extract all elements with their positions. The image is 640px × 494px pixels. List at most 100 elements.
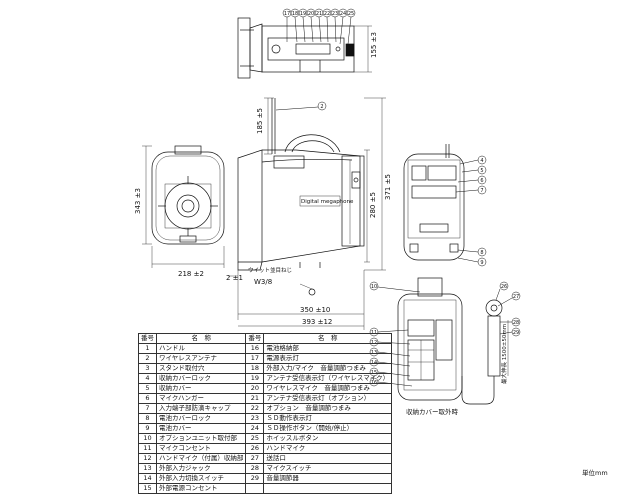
part-number: 10 (138, 432, 157, 444)
part-name: マイクスイッチ (263, 462, 393, 474)
part-name: ワイヤレスアンテナ (155, 352, 247, 364)
callout-18: 18 (292, 11, 298, 17)
screw-spec: W3/8 (254, 278, 272, 286)
part-number (245, 482, 265, 494)
callout-29: 29 (513, 330, 519, 336)
callout-19: 19 (300, 11, 306, 17)
part-number: 4 (138, 372, 157, 384)
rear-view (403, 144, 465, 261)
part-name: 音量調節器 (263, 472, 393, 484)
part-name: オプション 音量調節つまみ (263, 402, 393, 414)
dim-280: 280 ±5 (369, 192, 377, 218)
part-name: 電池格納部 (263, 342, 393, 354)
dim-371: 371 ±5 (384, 174, 392, 200)
callout-24: 24 (340, 11, 346, 17)
part-name: ＳＤ操作ボタン（開始/停止） (263, 422, 393, 434)
part-number: 18 (245, 362, 265, 374)
top-view (237, 17, 372, 79)
part-number: 3 (138, 362, 157, 374)
figure-caption: 収納カバー取外時 (406, 408, 458, 416)
part-number: 14 (138, 472, 157, 484)
callout-17: 17 (284, 11, 290, 17)
callout-5: 5 (480, 168, 483, 174)
part-number: 23 (245, 412, 265, 424)
header-name: 名 称 (155, 333, 247, 344)
part-number: 17 (245, 352, 265, 364)
part-number: 22 (245, 402, 265, 414)
screw-label: ウイット並目ねじ (248, 266, 292, 274)
part-name: 外部入力ジャック (155, 462, 247, 474)
callout-27: 27 (513, 294, 519, 300)
callout-20: 20 (308, 11, 314, 17)
part-number: 19 (245, 372, 265, 384)
top-callouts (282, 8, 356, 45)
part-name: オプションユニット取付部 (155, 432, 247, 444)
part-number: 20 (245, 382, 265, 394)
part-name: ハンドマイク（付属）収納部 (155, 452, 247, 464)
part-name: 外部入力切換スイッチ (155, 472, 247, 484)
callout-26: 26 (501, 284, 507, 290)
part-name: 入力端子部防滴キャップ (155, 402, 247, 414)
part-number: 24 (245, 422, 265, 434)
part-number: 5 (138, 382, 157, 394)
side-view (228, 97, 386, 330)
callout-4: 4 (480, 158, 483, 164)
header-num: 番号 (138, 333, 157, 344)
part-number: 25 (245, 432, 265, 444)
part-number: 28 (245, 462, 265, 474)
part-name: 送話口 (263, 452, 393, 464)
part-number: 12 (138, 452, 157, 464)
part-name: 電池カバー (155, 422, 247, 434)
dim-343: 343 ±3 (134, 188, 142, 214)
part-number: 9 (138, 422, 157, 434)
part-number: 8 (138, 412, 157, 424)
unit-label: 単位mm (582, 469, 608, 477)
dim-155: 155 ±3 (370, 32, 378, 58)
dim-393: 393 ±12 (302, 318, 332, 326)
part-number: 7 (138, 402, 157, 414)
callout-23: 23 (332, 11, 338, 17)
part-name: 収納カバー (155, 382, 247, 394)
right-callouts (455, 155, 487, 267)
part-number: 27 (245, 452, 265, 464)
part-name (263, 482, 393, 494)
part-name: 電源表示灯 (263, 352, 393, 364)
dim-185: 185 ±5 (256, 108, 264, 134)
header-num: 番号 (245, 333, 265, 344)
dim-350: 350 ±10 (300, 306, 330, 314)
callout-21: 21 (316, 11, 322, 17)
dim-218: 218 ±2 (178, 270, 204, 278)
rear-view-open (397, 277, 509, 405)
part-name: ＳＤ動作表示灯 (263, 412, 393, 424)
brand-label: Digital megaphone (301, 199, 354, 205)
header-name: 名 称 (263, 333, 393, 344)
callout-8: 8 (480, 250, 483, 256)
callout-6: 6 (480, 178, 483, 184)
part-number: 1 (138, 342, 157, 354)
part-name: 外部入力/マイク 音量調節つまみ (263, 362, 393, 374)
part-name: ホイッスルボタン (263, 432, 393, 444)
callout-7: 7 (480, 188, 483, 194)
part-name: 電池カバーロック (155, 412, 247, 424)
cord-length: 最大伸長 1500±50mm (500, 324, 508, 384)
callout-9: 9 (480, 260, 483, 266)
part-name: アンテナ受信表示灯（オプション） (263, 392, 393, 404)
part-number: 13 (138, 462, 157, 474)
part-number: 11 (138, 442, 157, 454)
table-header: 番号 名 称 番号 名 称 (138, 333, 393, 344)
dim-2: 2 ±1 (226, 274, 243, 282)
